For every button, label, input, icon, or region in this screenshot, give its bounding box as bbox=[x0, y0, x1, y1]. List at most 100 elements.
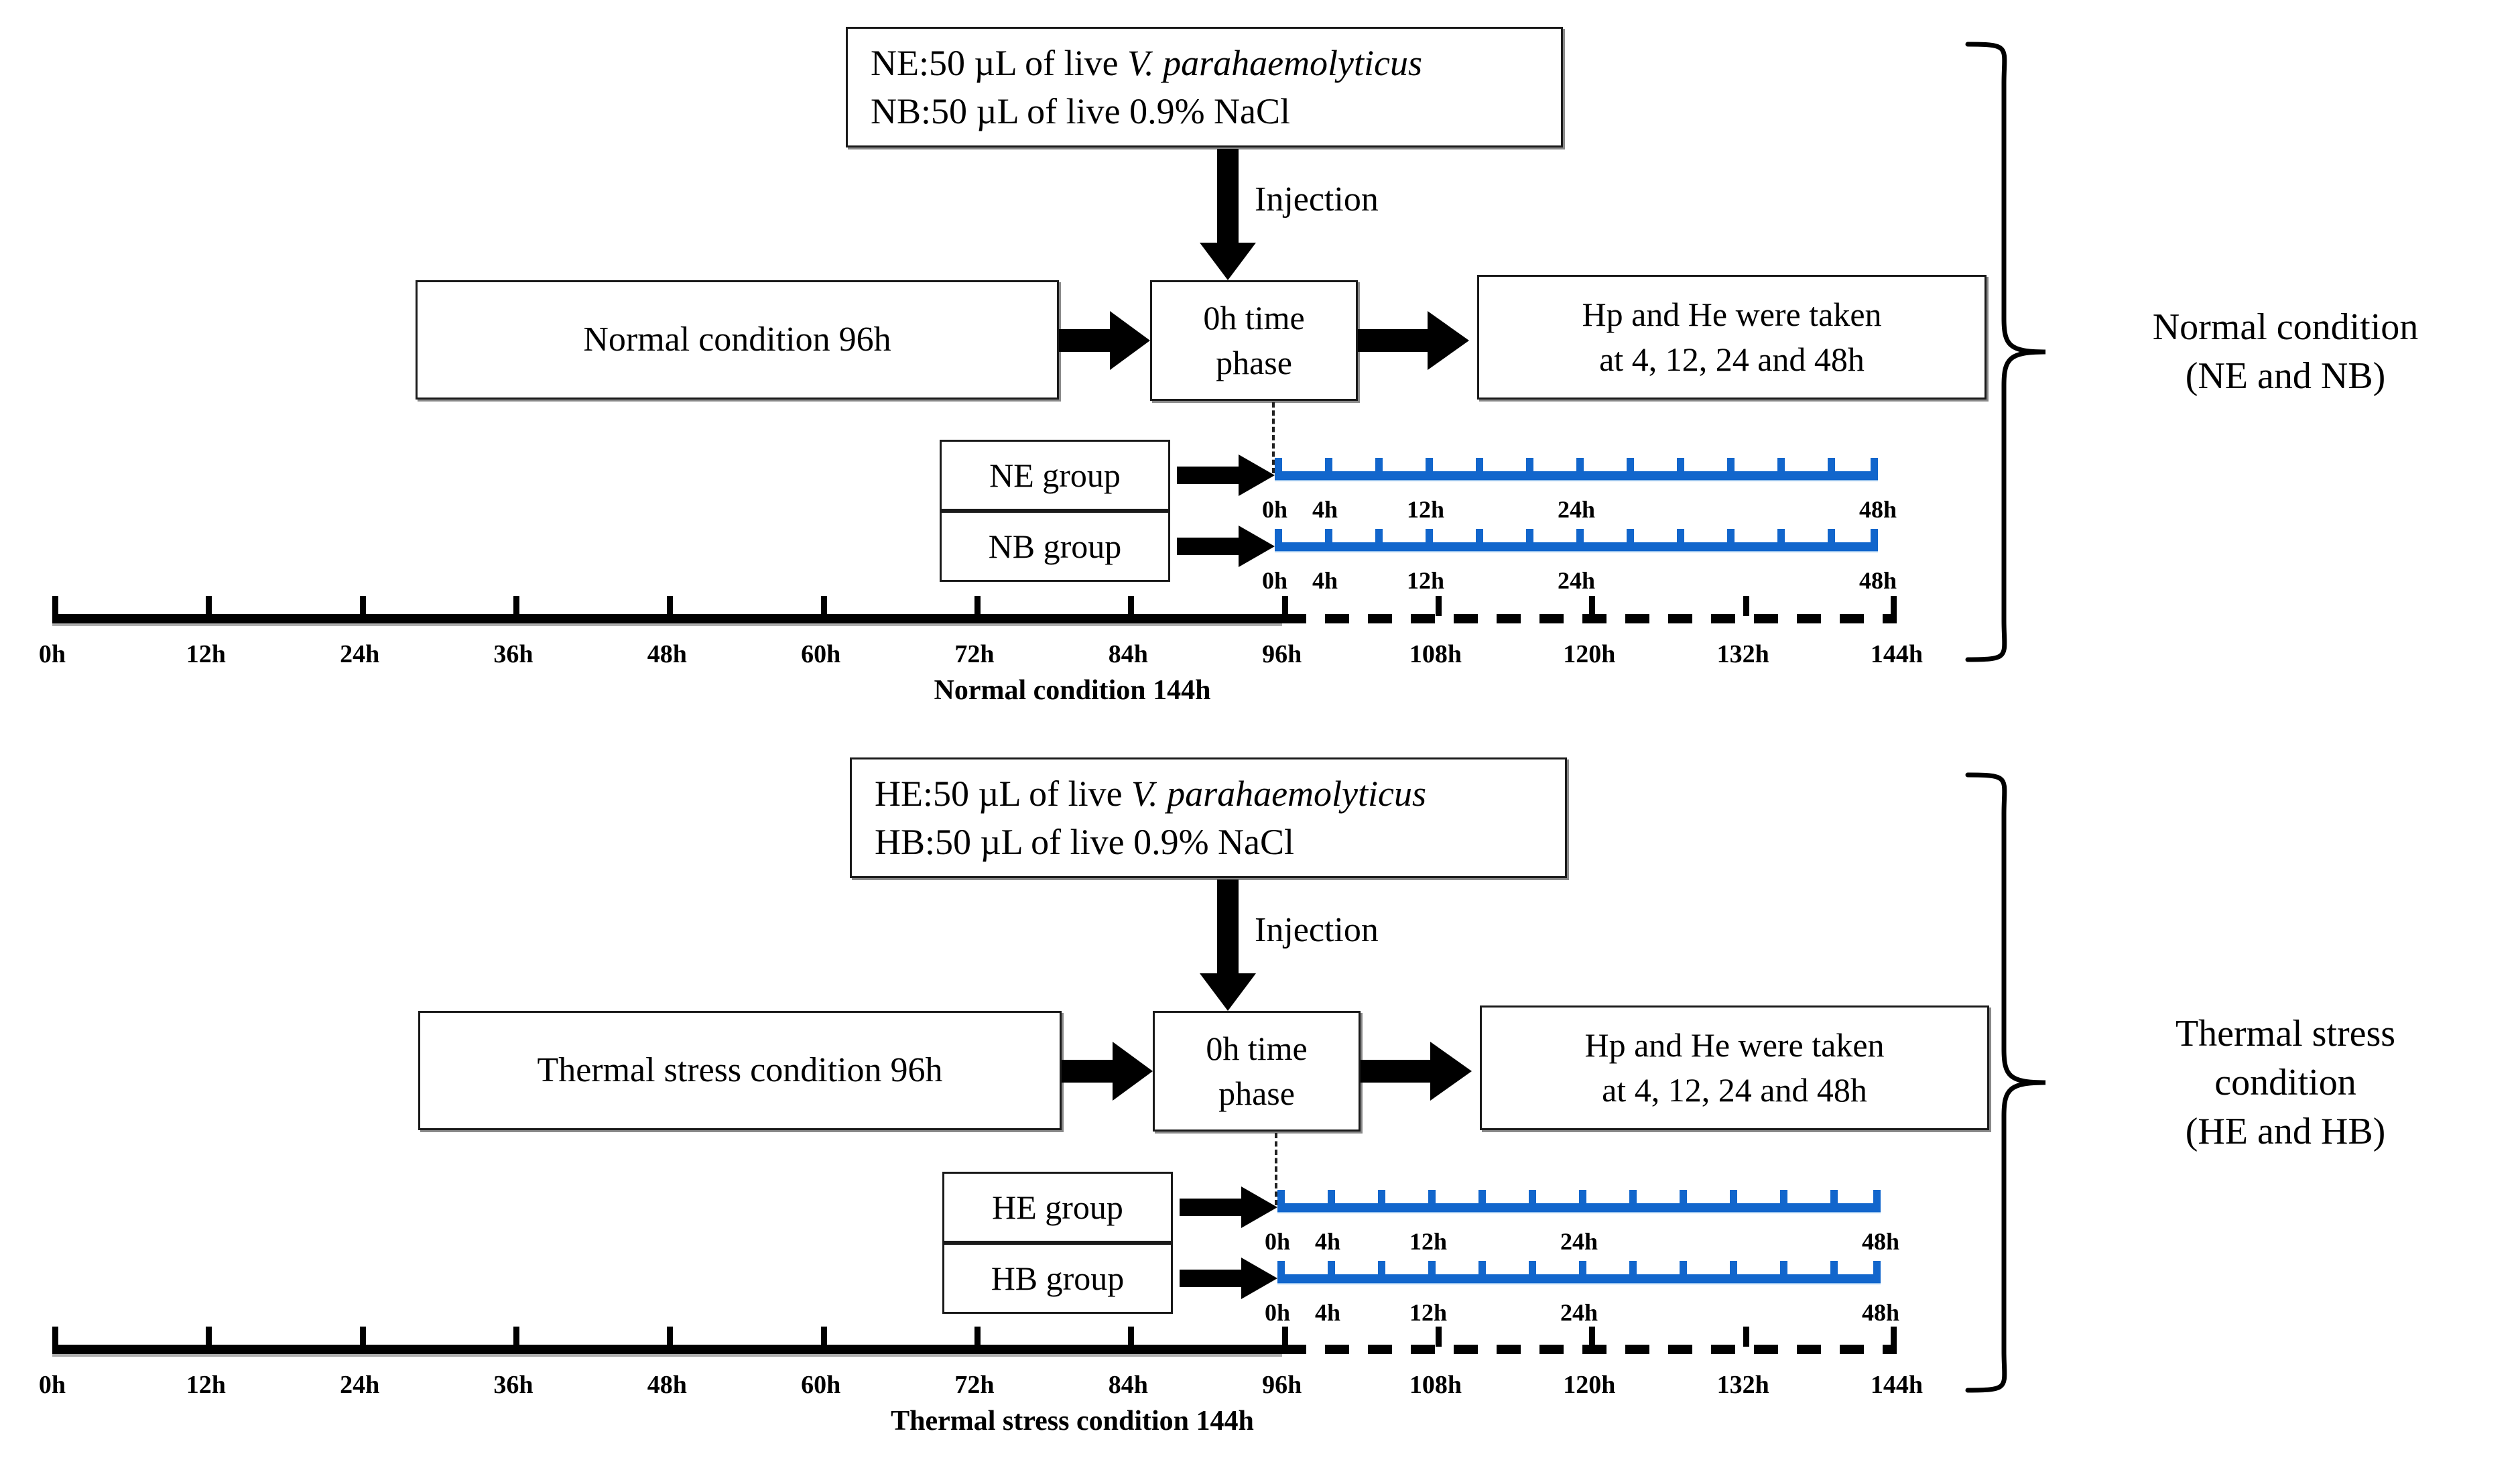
sampling-axis-tick-label: 24h bbox=[1560, 1299, 1598, 1326]
main-axis-tick bbox=[667, 596, 674, 616]
group-ne-arrow-head bbox=[1239, 454, 1275, 496]
sampling-axis-tick bbox=[1627, 529, 1634, 546]
main-axis-tick bbox=[52, 1327, 58, 1347]
treatment-line-1: NE:50 µL of live V. parahaemolyticus bbox=[848, 39, 1561, 87]
sampling-axis-tick-label: 24h bbox=[1560, 1228, 1598, 1255]
sampling-axis-tick bbox=[1576, 529, 1584, 546]
sampling-axis-tick-label: 0h bbox=[1264, 1228, 1291, 1255]
main-axis-solid-segment bbox=[52, 614, 1282, 623]
group-ne-arrow-shaft bbox=[1177, 467, 1241, 484]
sampling-box: Hp and He were taken at 4, 12, 24 and 48… bbox=[1480, 1005, 1989, 1130]
main-axis-tick bbox=[820, 1327, 827, 1347]
main-axis-tick-label: 0h bbox=[38, 1371, 66, 1399]
panel-normal: NE:50 µL of live V. parahaemolyticus NB:… bbox=[38, 27, 2419, 706]
sampling-axis-tick bbox=[1529, 1190, 1536, 1207]
main-axis-solid-segment bbox=[52, 1345, 1282, 1354]
brace-label-normal: Normal condition (NE and NB) bbox=[2152, 306, 2419, 397]
treatment-line-2: HB:50 µL of live 0.9% NaCl bbox=[875, 822, 1295, 862]
sampling-axis-tick bbox=[1780, 1261, 1787, 1278]
main-axis-tick bbox=[1891, 596, 1897, 616]
sampling-axis-tick bbox=[1277, 1261, 1285, 1278]
sampling-axis-tick-label: 0h bbox=[1264, 1299, 1291, 1326]
sampling-axis-tick bbox=[1428, 1190, 1436, 1207]
sampling-axis-tick bbox=[1375, 458, 1383, 475]
sampling-axis-tick bbox=[1830, 1261, 1838, 1278]
main-axis-tick-label: 84h bbox=[1108, 640, 1148, 668]
main-axis-tick-label: 0h bbox=[38, 640, 66, 668]
injection-arrow-head bbox=[1200, 243, 1256, 280]
sampling-axis-tick-label: 4h bbox=[1312, 496, 1338, 523]
sampling-axis-tick-label: 24h bbox=[1557, 496, 1596, 523]
brace-label-thermal: Thermal stress condition (HE and HB) bbox=[2175, 1012, 2396, 1152]
main-axis-tick-label: 24h bbox=[340, 1371, 380, 1399]
main-axis-tick-label: 60h bbox=[801, 640, 841, 668]
sampling-axis-tick bbox=[1476, 458, 1483, 475]
main-axis-tick bbox=[820, 596, 827, 616]
group-box-nb: NB group bbox=[940, 511, 1170, 582]
sampling-axis-tick bbox=[1777, 458, 1785, 475]
sampling-axis-tick bbox=[1529, 1261, 1536, 1278]
group-nb-arrow-shaft bbox=[1177, 538, 1241, 555]
main-axis-tick bbox=[974, 596, 981, 616]
sampling-axis-tick bbox=[1576, 458, 1584, 475]
time-phase-line-2: phase bbox=[1216, 344, 1292, 381]
sampling-axis-tick bbox=[1378, 1261, 1385, 1278]
sampling-axis-tick-label: 24h bbox=[1557, 567, 1596, 594]
phase-to-sampling-arrow-head bbox=[1430, 1042, 1472, 1101]
main-axis-tick-label: 12h bbox=[186, 1371, 226, 1399]
sampling-axis-tick bbox=[1777, 529, 1785, 546]
main-axis-tick bbox=[1589, 596, 1596, 616]
sampling-line-1: Hp and He were taken bbox=[1584, 1026, 1885, 1064]
sampling-axis-tick bbox=[1378, 1190, 1385, 1207]
sampling-axis-tick bbox=[1730, 1190, 1737, 1207]
sampling-axis-tick-label: 12h bbox=[1406, 496, 1445, 523]
sampling-axis-tick bbox=[1428, 1261, 1436, 1278]
main-timeline-caption-thermal: Thermal stress condition 144h bbox=[891, 1406, 1254, 1437]
main-axis-dashed-segment bbox=[1281, 1345, 1897, 1354]
sampling-axis-tick-label: 12h bbox=[1409, 1228, 1448, 1255]
sampling-axis-tick bbox=[1375, 529, 1383, 546]
main-axis-tick bbox=[206, 596, 212, 616]
sampling-axis-tick-label: 4h bbox=[1314, 1299, 1341, 1326]
sampling-axis-tick-label: 48h bbox=[1858, 496, 1897, 523]
condition-box: Normal condition 96h bbox=[416, 280, 1059, 400]
sampling-axis-tick bbox=[1680, 1190, 1687, 1207]
main-axis-tick bbox=[667, 1327, 674, 1347]
main-axis-tick-label: 36h bbox=[493, 640, 533, 668]
sampling-axis-tick bbox=[1871, 458, 1878, 475]
main-axis-tick bbox=[1743, 596, 1749, 616]
sampling-axis-tick bbox=[1426, 529, 1433, 546]
main-axis-tick bbox=[359, 596, 366, 616]
group-he-arrow-shaft bbox=[1180, 1199, 1244, 1216]
sampling-axis-tick bbox=[1727, 458, 1735, 475]
phase-to-sampling-arrow-head bbox=[1428, 311, 1469, 370]
condition-to-phase-arrow-shaft bbox=[1062, 1060, 1115, 1083]
main-axis-tick-label: 96h bbox=[1262, 1371, 1302, 1399]
sampling-axis-tick bbox=[1727, 529, 1735, 546]
main-axis-tick-label: 132h bbox=[1716, 1371, 1769, 1399]
sampling-axis-tick bbox=[1328, 1261, 1335, 1278]
main-axis-tick bbox=[974, 1327, 981, 1347]
sampling-axis-tick-label: 48h bbox=[1858, 567, 1897, 594]
treatment-line-1-prefix: HE:50 µL of live bbox=[875, 773, 1132, 814]
phase-to-timeline-dashed-link bbox=[1275, 1133, 1277, 1205]
sampling-axis-tick bbox=[1629, 1190, 1637, 1207]
sampling-axis-tick bbox=[1579, 1261, 1586, 1278]
main-axis-tick bbox=[1281, 596, 1288, 616]
group-hb-arrow-head bbox=[1241, 1258, 1277, 1299]
main-axis-tick bbox=[1281, 1327, 1288, 1347]
main-axis-tick bbox=[1128, 1327, 1135, 1347]
main-axis-tick bbox=[1891, 1327, 1897, 1347]
treatment-box: NE:50 µL of live V. parahaemolyticus NB:… bbox=[846, 27, 1563, 147]
brace-thermal bbox=[1965, 771, 2052, 1394]
main-axis-tick-label: 108h bbox=[1409, 640, 1462, 668]
main-axis-tick-label: 24h bbox=[340, 640, 380, 668]
main-axis-tick-label: 60h bbox=[801, 1371, 841, 1399]
sampling-axis-tick-label: 4h bbox=[1312, 567, 1338, 594]
group-box-hb: HB group bbox=[942, 1243, 1173, 1314]
injection-arrow-shaft bbox=[1217, 149, 1239, 251]
group-nb-arrow-head bbox=[1239, 526, 1275, 567]
time-phase-box: 0h time phase bbox=[1150, 280, 1358, 401]
main-axis-tick-label: 108h bbox=[1409, 1371, 1462, 1399]
